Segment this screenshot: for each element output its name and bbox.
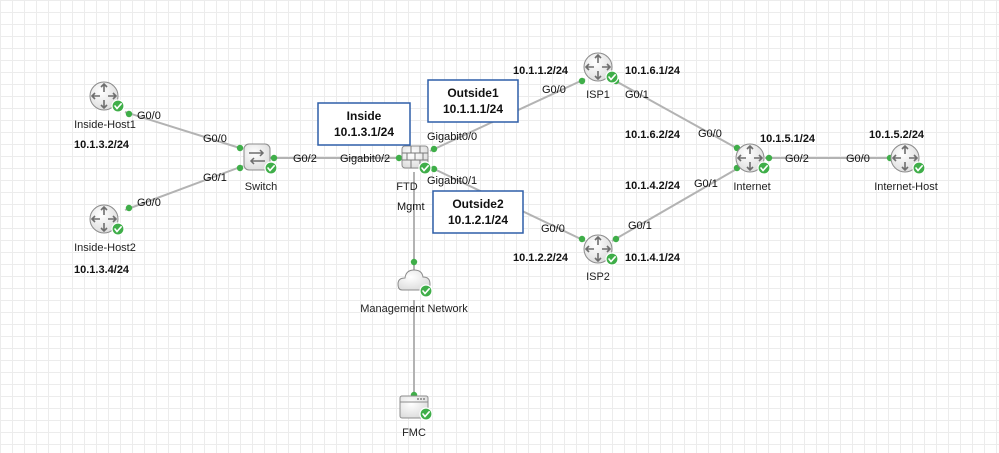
ip-label-inside-host1: 10.1.3.2/24 — [74, 139, 130, 151]
node-label-internet: Internet — [733, 181, 770, 193]
port-label-ftd-gi00: Gigabit0/0 — [427, 131, 477, 143]
device-inside-host2[interactable] — [89, 204, 125, 236]
port-dot — [125, 110, 133, 118]
status-check-icon — [111, 99, 125, 113]
port-label-switch-g02: G0/2 — [293, 153, 317, 165]
port-dot — [430, 145, 438, 153]
port-label-isp2-g01: G0/1 — [628, 220, 652, 232]
device-internet[interactable] — [735, 143, 771, 175]
port-label-internet-g01: G0/1 — [694, 178, 718, 190]
device-ftd[interactable] — [401, 145, 432, 175]
node-label-switch: Switch — [245, 181, 277, 193]
device-switch[interactable] — [243, 143, 278, 175]
device-isp1[interactable] — [583, 52, 619, 84]
port-dot — [236, 144, 244, 152]
device-management-network[interactable] — [397, 269, 433, 298]
port-label-isp1-g01: G0/1 — [625, 89, 649, 101]
port-label-ftd-gi02: Gigabit0/2 — [340, 153, 390, 165]
status-check-icon — [757, 161, 771, 175]
device-fmc[interactable] — [399, 395, 433, 421]
annotation-outside1-title: Outside1 — [447, 86, 499, 100]
cloud-icon — [397, 269, 431, 291]
annotation-inside-title: Inside — [347, 109, 382, 123]
port-label-ftd-mgmt: Mgmt — [397, 201, 425, 213]
ip-label-isp1-g01: 10.1.6.1/24 — [625, 65, 681, 77]
node-label-internet-host: Internet-Host — [874, 181, 938, 193]
annotation-inside: Inside 10.1.3.1/24 — [317, 102, 411, 146]
ip-label-internet-g01: 10.1.4.2/24 — [625, 180, 681, 192]
link-host1-switch — [124, 111, 244, 150]
port-label-internet-host-g00: G0/0 — [846, 153, 870, 165]
node-label-inside-host2: Inside-Host2 — [74, 242, 136, 254]
port-label-switch-g01: G0/1 — [203, 172, 227, 184]
port-dot — [125, 204, 133, 212]
port-label-isp1-g00: G0/0 — [542, 84, 566, 96]
port-label-host1-g00: G0/0 — [137, 110, 161, 122]
annotation-outside2-ip: 10.1.2.1/24 — [448, 213, 508, 227]
link-host2-switch — [124, 165, 244, 211]
link-isp1-internet — [611, 78, 741, 151]
status-check-icon — [264, 161, 278, 175]
ip-label-internet-g02: 10.1.5.1/24 — [760, 133, 816, 145]
annotation-outside1: Outside1 10.1.1.1/24 — [427, 79, 519, 123]
status-check-icon — [419, 407, 433, 421]
port-label-isp2-g00: G0/0 — [541, 223, 565, 235]
port-dot — [765, 154, 773, 162]
link-isp2-internet — [611, 166, 741, 242]
port-label-host2-g00: G0/0 — [137, 197, 161, 209]
port-dot — [578, 235, 586, 243]
ip-label-isp1-g00: 10.1.1.2/24 — [513, 65, 569, 77]
status-check-icon — [111, 222, 125, 236]
node-label-inside-host1: Inside-Host1 — [74, 119, 136, 131]
port-dot — [395, 154, 403, 162]
port-label-internet-g02: G0/2 — [785, 153, 809, 165]
annotation-outside2-title: Outside2 — [452, 197, 504, 211]
ip-label-isp2-g01: 10.1.4.1/24 — [625, 252, 681, 264]
port-dot — [270, 154, 278, 162]
port-dot — [612, 235, 620, 243]
port-dot — [410, 258, 418, 266]
annotation-outside2: Outside2 10.1.2.1/24 — [432, 190, 524, 234]
status-check-icon — [605, 252, 619, 266]
port-dot — [430, 165, 438, 173]
links — [124, 78, 893, 398]
ip-label-isp2-g00: 10.1.2.2/24 — [513, 252, 569, 264]
status-check-icon — [418, 161, 432, 175]
status-check-icon — [419, 284, 433, 298]
status-check-icon — [605, 70, 619, 84]
annotation-inside-ip: 10.1.3.1/24 — [334, 125, 394, 139]
annotation-outside1-ip: 10.1.1.1/24 — [443, 102, 503, 116]
port-label-switch-g00: G0/0 — [203, 133, 227, 145]
ip-label-inside-host2: 10.1.3.4/24 — [74, 264, 130, 276]
ip-label-internet-host: 10.1.5.2/24 — [869, 129, 925, 141]
ip-label-internet-g00: 10.1.6.2/24 — [625, 129, 681, 141]
port-label-internet-g00: G0/0 — [698, 128, 722, 140]
port-dots — [125, 77, 894, 399]
node-label-ftd: FTD — [396, 181, 417, 193]
port-label-ftd-gi01: Gigabit0/1 — [427, 175, 477, 187]
status-check-icon — [912, 161, 926, 175]
node-label-isp1: ISP1 — [586, 89, 610, 101]
switch-icon — [243, 143, 271, 171]
device-inside-host1[interactable] — [89, 81, 125, 113]
node-label-fmc: FMC — [402, 427, 426, 439]
device-internet-host[interactable] — [890, 143, 926, 175]
node-label-management-network: Management Network — [360, 303, 468, 315]
node-label-isp2: ISP2 — [586, 271, 610, 283]
port-dot — [236, 164, 244, 172]
port-dot — [578, 77, 586, 85]
